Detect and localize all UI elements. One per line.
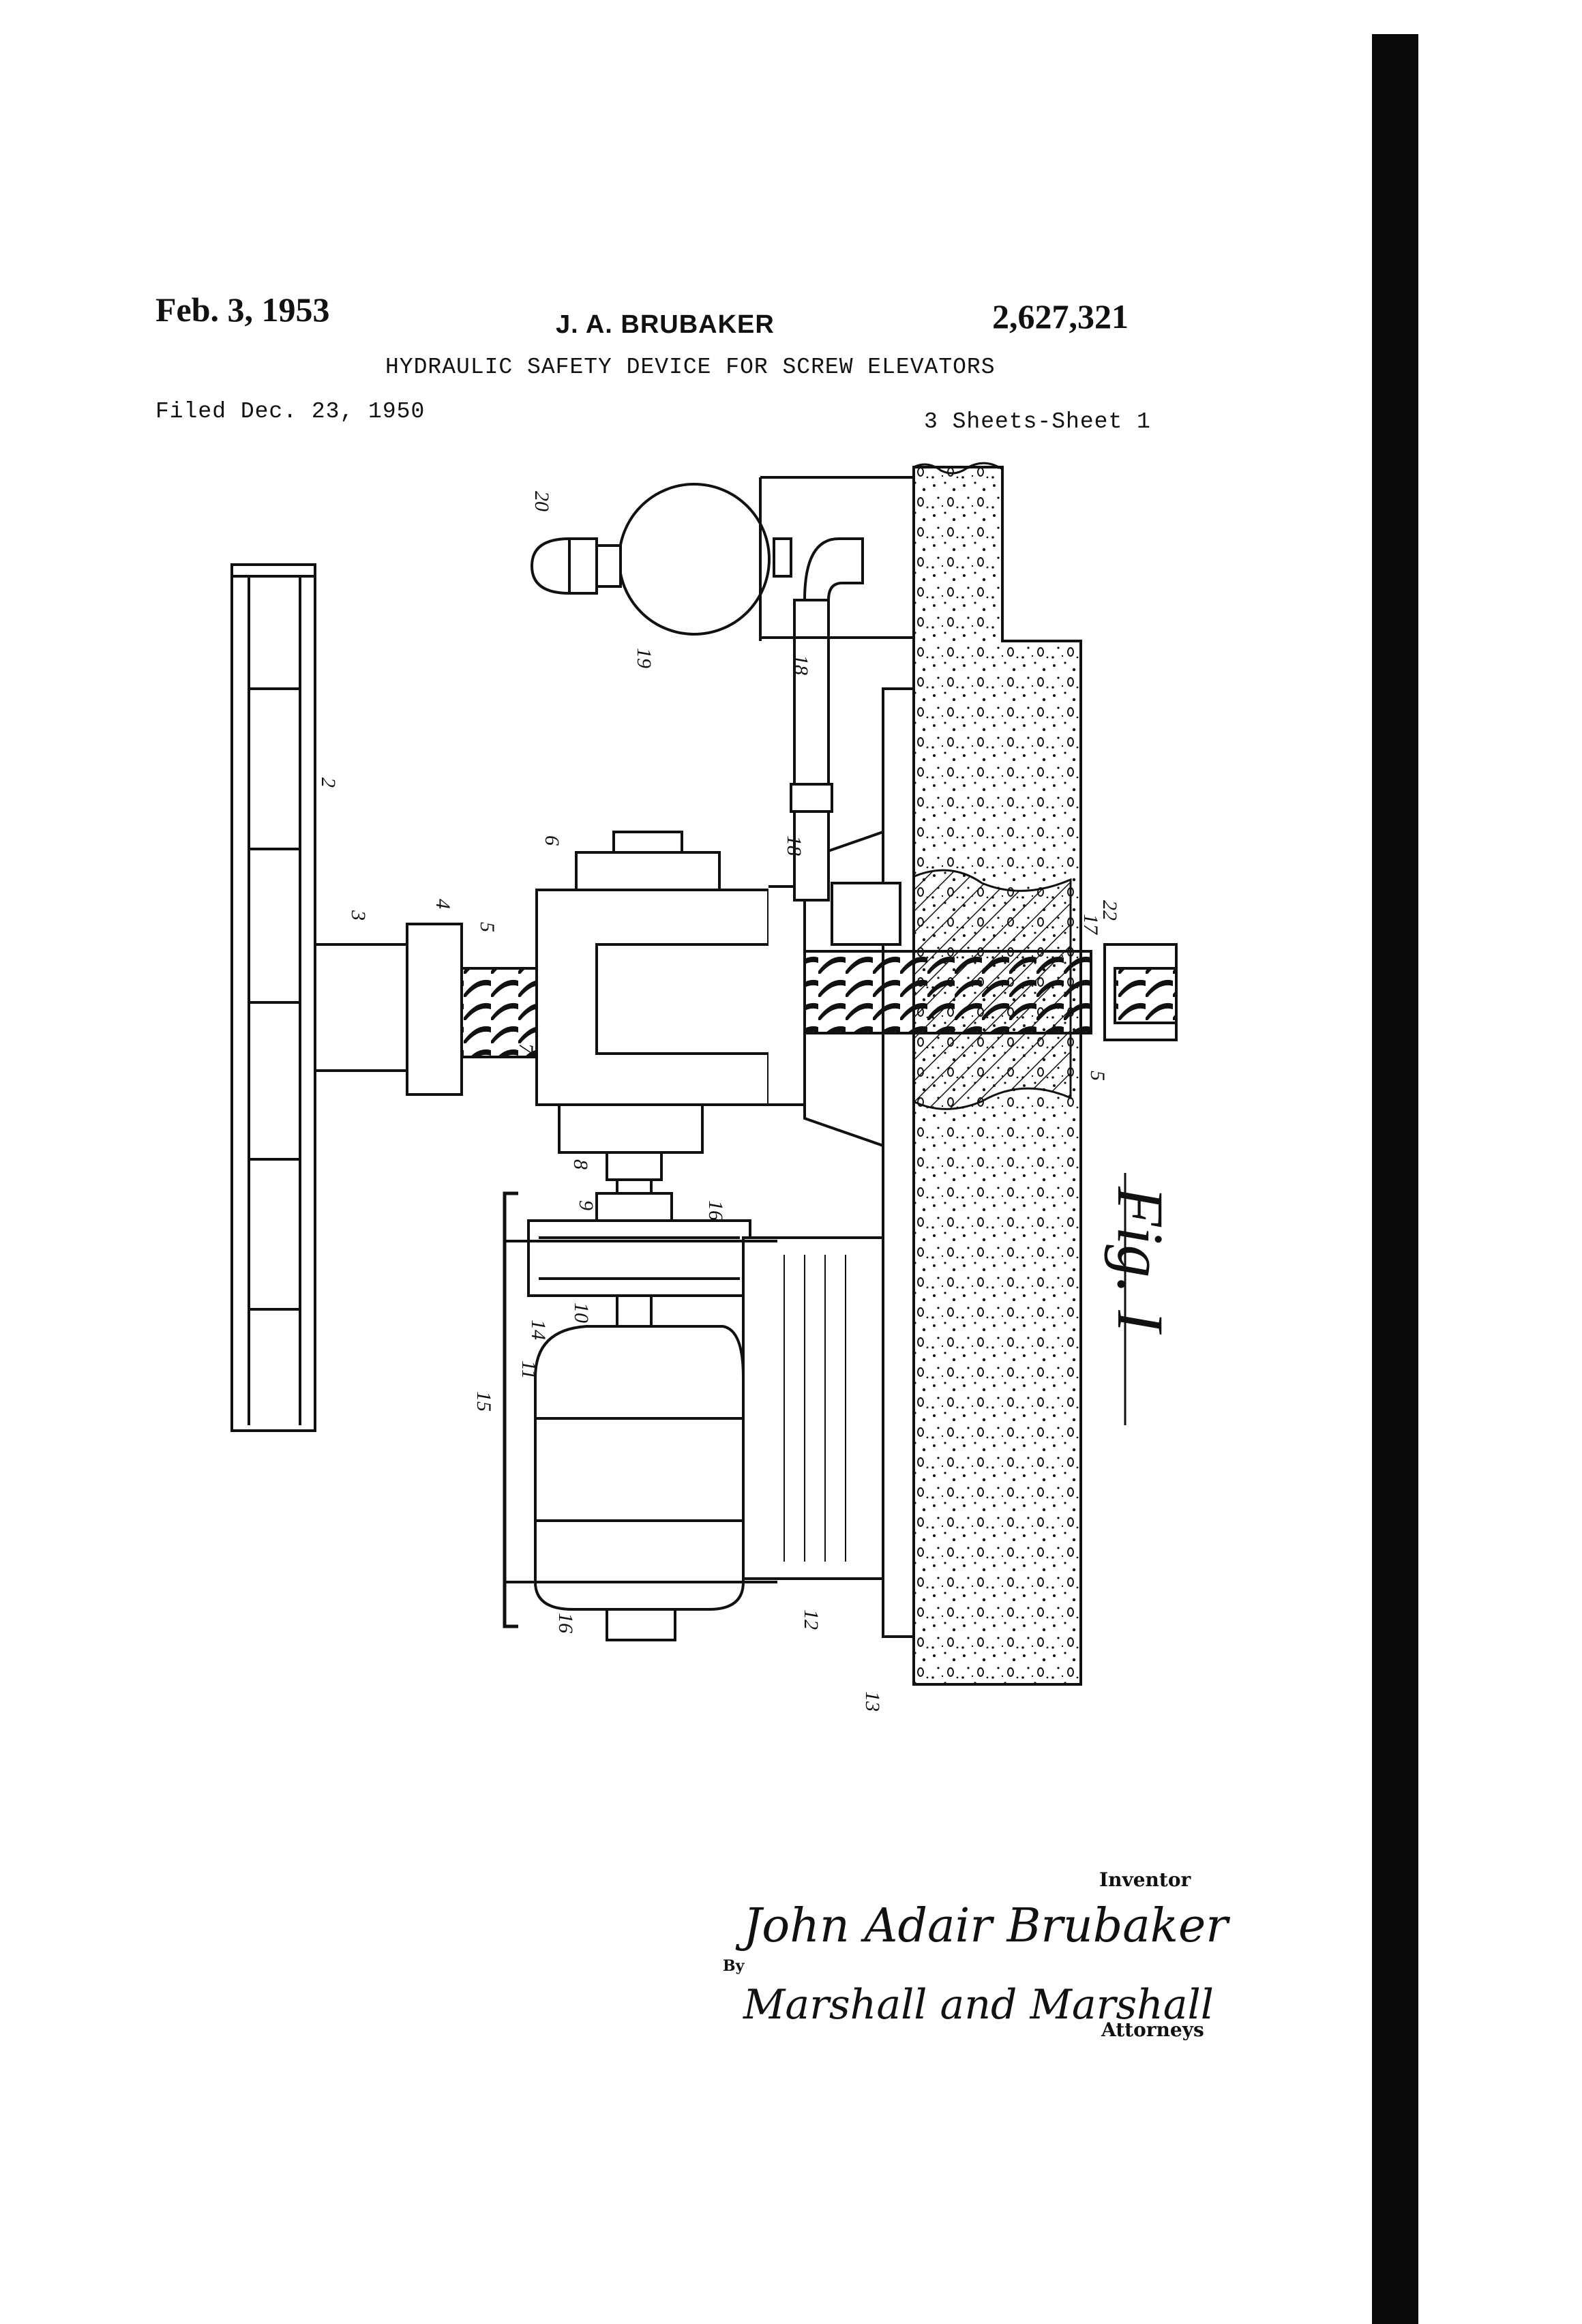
ref-13: 13 (861, 1691, 884, 1712)
motor-base (743, 1238, 883, 1579)
hydraulic-coupling (528, 1221, 750, 1296)
ref-22: 22 (1099, 900, 1121, 921)
lift-nut (407, 924, 462, 1094)
ref-20: 20 (531, 491, 553, 511)
guard-bracket (505, 1193, 518, 1626)
ref-16b: 16 (554, 1613, 577, 1633)
ref-4: 4 (432, 899, 454, 909)
ref-15: 15 (473, 1391, 495, 1412)
by-caption: By (723, 1957, 744, 1975)
ref-5b: 5 (1086, 1071, 1109, 1081)
attorney-caption: Attorneys (1101, 2018, 1204, 2041)
ref-10: 10 (570, 1302, 593, 1323)
bed-plate (883, 689, 914, 1637)
ref-2: 2 (317, 777, 340, 788)
support-column (315, 944, 407, 1071)
ref-16a: 16 (704, 1200, 727, 1221)
gear-box (537, 832, 771, 1180)
ref-9: 9 (575, 1200, 597, 1210)
ref-3: 3 (347, 910, 370, 921)
ref-11: 11 (518, 1360, 540, 1380)
pressure-gauge (532, 539, 621, 593)
electric-motor (535, 1326, 743, 1640)
ref-14: 14 (527, 1320, 550, 1340)
figure-label: Fig. I (1104, 1186, 1177, 1335)
ref-12: 12 (800, 1609, 822, 1630)
ref-18a: 18 (790, 655, 812, 675)
lift-screw-lower (805, 951, 1091, 1033)
ref-6: 6 (541, 835, 563, 846)
inventor-caption: Inventor (1099, 1868, 1191, 1891)
ref-7: 7 (515, 1043, 537, 1055)
fluid-reservoir (619, 484, 769, 634)
ref-19: 19 (633, 648, 655, 668)
inventor-signature: John Adair Brubaker (743, 1899, 1228, 1953)
pipe-elbow (805, 539, 863, 600)
elevator-platform (232, 565, 315, 1431)
ref-8: 8 (569, 1159, 592, 1170)
ref-5: 5 (476, 922, 498, 932)
ref-18b: 18 (783, 835, 805, 856)
